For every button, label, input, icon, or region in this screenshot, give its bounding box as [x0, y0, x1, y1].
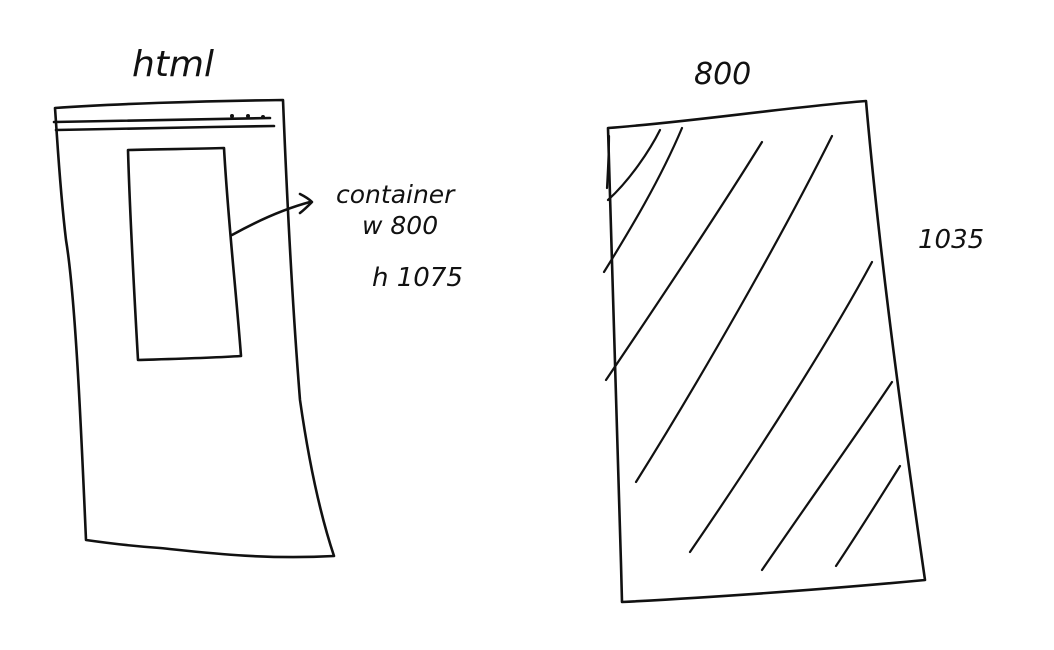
browser-sketch [52, 98, 336, 559]
browser-title-bar-line [52, 116, 272, 124]
canvas-sketch [602, 99, 927, 604]
browser-menu-dots-icon [230, 114, 265, 119]
hatch-line [834, 464, 902, 568]
hatch-line [604, 140, 764, 382]
annotation-height-text: h 1075 [372, 263, 463, 293]
browser-title-text: html [132, 44, 214, 85]
container-arrow [230, 200, 312, 237]
container-box [126, 146, 243, 362]
canvas-outline [606, 99, 927, 604]
annotation-width-text: w 800 [362, 211, 438, 240]
hatch-line [634, 134, 834, 484]
annotation-container-text: container [336, 180, 456, 209]
canvas-side-label-text: 1035 [918, 225, 984, 255]
browser-window-outline [53, 98, 336, 559]
canvas-hatching [602, 126, 902, 572]
container-arrow-head-icon [298, 192, 314, 215]
hatch-line [688, 260, 874, 554]
browser-toolbar-line [54, 124, 276, 132]
hatch-tick [605, 134, 611, 190]
hatch-line [602, 126, 684, 274]
canvas-title-text: 800 [694, 57, 751, 92]
hatch-line [760, 380, 894, 572]
hatch-line [606, 128, 662, 202]
